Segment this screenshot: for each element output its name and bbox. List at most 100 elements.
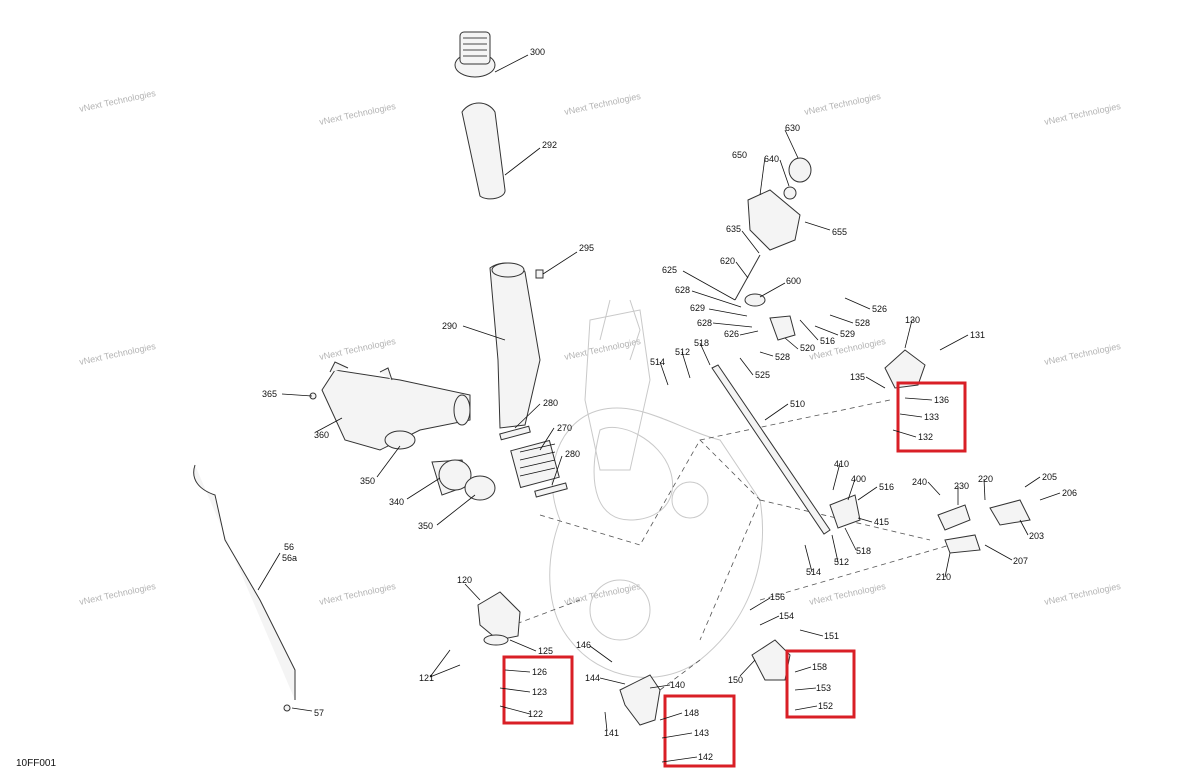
callout-300: 300 (530, 47, 545, 57)
callout-350: 350 (360, 476, 375, 486)
highlight-box-152-158 (785, 649, 856, 719)
callout-290: 290 (442, 321, 457, 331)
svg-text:vNext Technologies: vNext Technologies (78, 581, 157, 607)
callout-126: 126 (532, 667, 547, 677)
callout-146: 146 (576, 640, 591, 650)
callout-122: 122 (528, 709, 543, 719)
part-vent-hose-56 (193, 464, 296, 712)
callout-516-lower: 516 (879, 482, 894, 492)
highlight-box-132-136 (896, 381, 967, 453)
highlight-box-122-126 (502, 655, 574, 725)
callout-125: 125 (538, 646, 553, 656)
part-bracket-230 (937, 504, 971, 531)
callout-130: 130 (905, 315, 920, 325)
callout-510: 510 (790, 399, 805, 409)
engine-frame-background (549, 299, 763, 678)
callout-labels: 300 292 295 290 365 360 280 270 280 350 … (262, 47, 1077, 762)
watermark: vNext Technologies (1043, 101, 1122, 127)
highlight-box-142-148 (663, 694, 736, 768)
watermark: vNext Technologies (318, 581, 397, 607)
assembly-dash-lines (499, 399, 951, 691)
callout-365: 365 (262, 389, 277, 399)
callout-415: 415 (874, 517, 889, 527)
part-bracket-150 (751, 639, 791, 681)
callout-350-lower: 350 (418, 521, 433, 531)
callout-600: 600 (786, 276, 801, 286)
callout-626: 626 (724, 329, 739, 339)
svg-text:vNext Technologies: vNext Technologies (1043, 581, 1122, 607)
callout-518-lower: 518 (856, 546, 871, 556)
part-bracket-650 (747, 189, 801, 251)
callout-635: 635 (726, 224, 741, 234)
callout-135: 135 (850, 372, 865, 382)
callout-295: 295 (579, 243, 594, 253)
svg-text:vNext Technologies: vNext Technologies (78, 341, 157, 367)
part-filter-cap (454, 31, 496, 78)
part-seal-280b (534, 482, 568, 498)
callout-526: 526 (872, 304, 887, 314)
callout-141: 141 (604, 728, 619, 738)
parts-layer (193, 31, 1031, 726)
callout-340: 340 (389, 497, 404, 507)
leader-lines (257, 54, 1061, 763)
callout-628: 628 (675, 285, 690, 295)
callout-136: 136 (934, 395, 949, 405)
watermark: vNext Technologies (563, 581, 642, 607)
callout-518: 518 (694, 338, 709, 348)
watermark: vNext Technologies (1043, 341, 1122, 367)
callout-142: 142 (698, 752, 713, 762)
part-clip-295 (535, 269, 544, 279)
watermark: vNext Technologies (78, 88, 157, 114)
svg-text:vNext Technologies: vNext Technologies (318, 336, 397, 362)
callout-133: 133 (924, 412, 939, 422)
callout-140: 140 (670, 680, 685, 690)
callout-150: 150 (728, 675, 743, 685)
callout-153: 153 (816, 683, 831, 693)
callout-154: 154 (779, 611, 794, 621)
callout-625: 625 (662, 265, 677, 275)
part-clamp-lower (464, 475, 496, 501)
watermark-layer: vNext Technologies vNext Technologies vN… (78, 88, 1122, 607)
callout-240: 240 (912, 477, 927, 487)
callout-650: 650 (732, 150, 747, 160)
callout-205: 205 (1042, 472, 1057, 482)
callout-514-lower: 514 (806, 567, 821, 577)
part-shift-rod-510 (711, 364, 831, 535)
highlight-boxes (502, 381, 967, 768)
part-plate-210 (944, 534, 981, 554)
watermark: vNext Technologies (78, 581, 157, 607)
svg-text:vNext Technologies: vNext Technologies (1043, 101, 1122, 127)
callout-132: 132 (918, 432, 933, 442)
part-air-duct (321, 361, 471, 451)
part-knob-630 (788, 157, 812, 183)
callout-525: 525 (755, 370, 770, 380)
callout-151: 151 (824, 631, 839, 641)
watermark: vNext Technologies (318, 336, 397, 362)
part-arm-400 (829, 494, 861, 529)
part-intake-tube (489, 262, 541, 429)
callout-57: 57 (314, 708, 324, 718)
part-filter-270 (510, 439, 560, 489)
part-bracket-140 (619, 674, 661, 726)
callout-655: 655 (832, 227, 847, 237)
svg-text:vNext Technologies: vNext Technologies (808, 581, 887, 607)
callout-528-lower: 528 (775, 352, 790, 362)
callout-630: 630 (785, 123, 800, 133)
callout-514: 514 (650, 357, 665, 367)
svg-text:vNext Technologies: vNext Technologies (803, 91, 882, 117)
callout-512: 512 (675, 347, 690, 357)
part-clamp-upper (384, 430, 416, 450)
callout-152: 152 (818, 701, 833, 711)
callout-148: 148 (684, 708, 699, 718)
part-640 (783, 186, 797, 200)
callout-629: 629 (690, 303, 705, 313)
callout-520: 520 (800, 343, 815, 353)
watermark: vNext Technologies (318, 101, 397, 127)
part-bracket-520 (769, 315, 796, 341)
watermark: vNext Technologies (1043, 581, 1122, 607)
callout-529: 529 (840, 329, 855, 339)
callout-280-lower: 280 (565, 449, 580, 459)
part-bracket-130 (884, 349, 926, 389)
svg-text:vNext Technologies: vNext Technologies (318, 101, 397, 127)
callout-123: 123 (532, 687, 547, 697)
